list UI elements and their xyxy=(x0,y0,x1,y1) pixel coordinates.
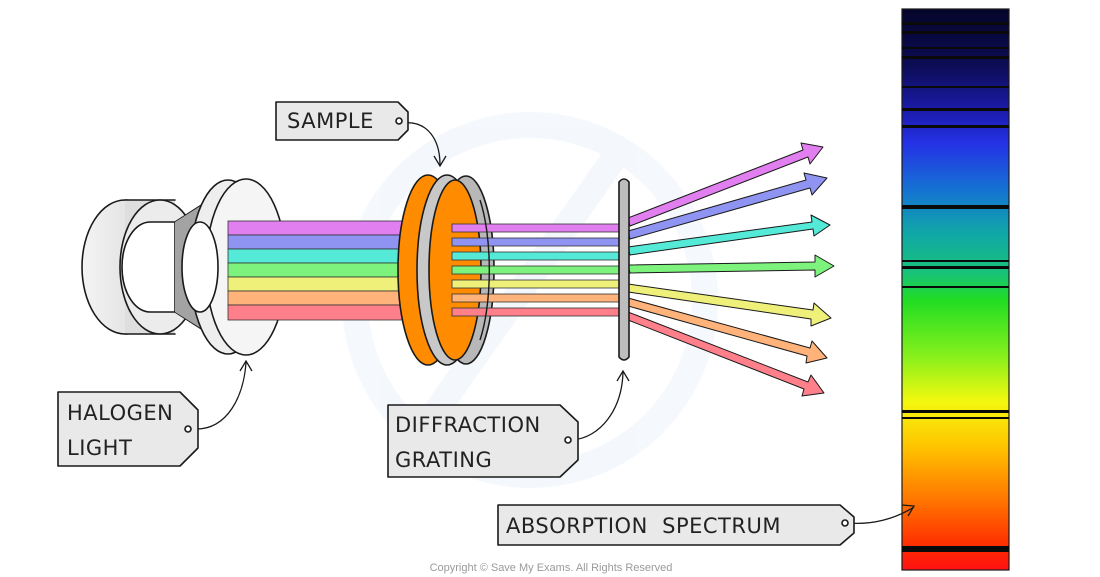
absorption-line xyxy=(902,108,1009,111)
dispersed-arrow-green xyxy=(627,254,835,278)
absorption-line xyxy=(902,205,1009,209)
absorption-line xyxy=(902,31,1009,34)
beam-green xyxy=(227,262,419,278)
dispersed-arrow-red xyxy=(627,311,825,397)
incident-beams xyxy=(227,220,419,321)
beam-yellow xyxy=(227,276,419,292)
diffraction-grating-icon xyxy=(618,178,630,361)
grating-label-line1: DIFFRACTION xyxy=(395,413,541,437)
absorption-spectrum-bar xyxy=(901,8,1010,571)
spectrum-label: ABSORPTION SPECTRUM xyxy=(506,514,781,538)
dispersed-arrow-yellow xyxy=(627,283,832,327)
dispersed-arrow-violet xyxy=(627,142,824,227)
halogen-connector xyxy=(192,361,247,430)
beam-orange xyxy=(227,290,419,306)
transmitted-beam-red xyxy=(451,307,621,317)
halogen-label-line2: LIGHT xyxy=(67,436,132,460)
dispersed-arrow-blue xyxy=(627,172,828,240)
transmitted-beams xyxy=(451,223,621,317)
transmitted-beam-blue xyxy=(451,237,621,247)
halogen-light-tag: HALOGEN LIGHT xyxy=(57,391,199,467)
halogen-label-line1: HALOGEN xyxy=(67,401,173,425)
absorption-line xyxy=(902,546,1009,552)
absorption-line xyxy=(902,125,1009,128)
transmitted-beam-green xyxy=(451,265,621,275)
grating-connector xyxy=(571,371,624,441)
copyright-text: Copyright © Save My Exams. All Rights Re… xyxy=(430,562,673,574)
absorption-line xyxy=(902,47,1009,49)
absorption-lines xyxy=(902,22,1009,552)
beam-cyan xyxy=(227,248,419,264)
absorption-spectrum-tag: ABSORPTION SPECTRUM xyxy=(497,504,855,546)
absorption-line xyxy=(902,260,1009,262)
transmitted-beam-violet xyxy=(451,223,621,233)
absorption-line xyxy=(902,22,1009,25)
absorption-line xyxy=(902,56,1009,59)
sample-connector xyxy=(401,122,441,166)
diffraction-grating-tag: DIFFRACTION GRATING xyxy=(387,404,579,478)
beam-violet xyxy=(227,220,419,236)
sample-tag: SAMPLE xyxy=(275,101,409,141)
absorption-line xyxy=(902,266,1009,269)
absorption-line xyxy=(902,417,1009,419)
absorption-line xyxy=(902,86,1009,88)
transmitted-beam-orange xyxy=(451,293,621,303)
dispersed-arrow-cyan xyxy=(627,214,831,256)
dispersed-arrow-orange xyxy=(627,297,828,364)
beam-blue xyxy=(227,234,419,250)
beam-red xyxy=(227,304,419,321)
sample-label: SAMPLE xyxy=(287,109,374,133)
transmitted-beam-cyan xyxy=(451,251,621,261)
absorption-line xyxy=(902,410,1009,413)
dispersed-beams xyxy=(627,142,835,397)
transmitted-beam-yellow xyxy=(451,279,621,289)
absorption-line xyxy=(902,286,1009,288)
grating-label-line2: GRATING xyxy=(395,448,492,472)
